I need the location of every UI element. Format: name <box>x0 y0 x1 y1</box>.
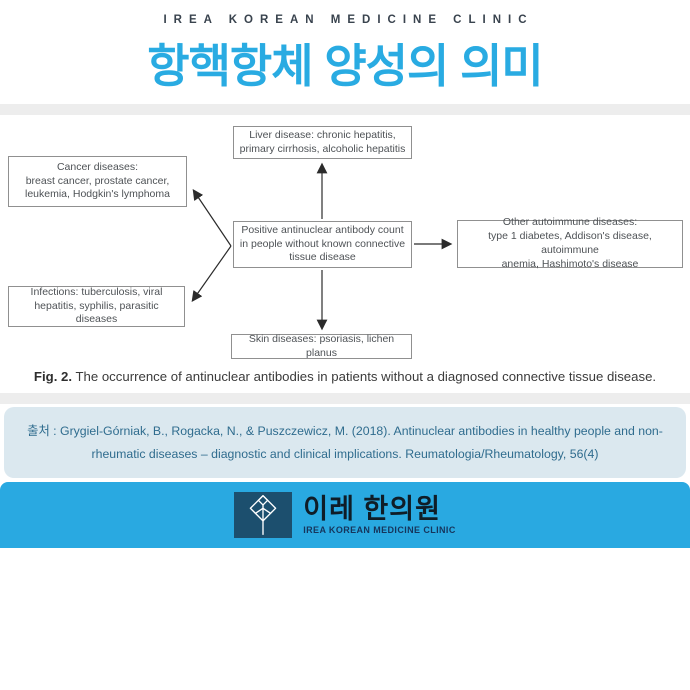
diagram-box-cancer-diseases: Cancer diseases: breast cancer, prostate… <box>8 156 187 207</box>
positive-ana-label: Positive antinuclear antibody count in p… <box>239 223 406 264</box>
arrow-to-infections <box>191 245 232 302</box>
figure-panel-top-edge <box>0 104 690 115</box>
figure-caption: Fig. 2. The occurrence of antinuclear an… <box>0 369 690 384</box>
arrow-to-cancer <box>192 189 232 247</box>
diagram-box-positive-ana: Positive antinuclear antibody count in p… <box>233 221 412 268</box>
logo-korean-name: 이레 한의원 <box>303 493 441 524</box>
liver-disease-label: Liver disease: chronic hepatitis, primar… <box>239 128 406 155</box>
other-autoimmune-label: Other autoimmune diseases: type 1 diabet… <box>488 216 652 270</box>
figure-caption-label: Fig. 2. <box>33 369 73 384</box>
diagram-box-other-autoimmune: Other autoimmune diseases: type 1 diabet… <box>457 216 683 270</box>
tree-sprout-icon <box>249 495 277 535</box>
figure-panel-bottom-edge <box>0 393 690 404</box>
infections-label: Infections: tuberculosis, viral hepatiti… <box>30 285 163 326</box>
logo-text-block: 이레 한의원 IREA KOREAN MEDICINE CLINIC <box>303 493 456 536</box>
page-title: 항핵항체 양성의 의미 <box>147 40 543 92</box>
diagram-box-skin-diseases: Skin diseases: psoriasis, lichen planus <box>231 332 412 359</box>
citation-box: 출처 : Grygiel-Górniak, B., Rogacka, N., &… <box>4 407 686 478</box>
clinic-name-header: IREA KOREAN MEDICINE CLINIC <box>163 14 534 26</box>
skin-diseases-label: Skin diseases: psoriasis, lichen planus <box>248 332 395 359</box>
logo-english-name: IREA KOREAN MEDICINE CLINIC <box>303 525 456 536</box>
figure-caption-text: The occurrence of antinuclear antibodies… <box>72 369 657 384</box>
cancer-diseases-label: Cancer diseases: breast cancer, prostate… <box>25 160 170 201</box>
clinic-logo <box>234 492 293 538</box>
diagram-box-infections: Infections: tuberculosis, viral hepatiti… <box>8 286 185 327</box>
citation-text: 출처 : Grygiel-Górniak, B., Rogacka, N., &… <box>27 424 663 461</box>
diagram-box-liver-disease: Liver disease: chronic hepatitis, primar… <box>233 126 412 159</box>
footer-bar: 이레 한의원 IREA KOREAN MEDICINE CLINIC <box>0 482 690 548</box>
